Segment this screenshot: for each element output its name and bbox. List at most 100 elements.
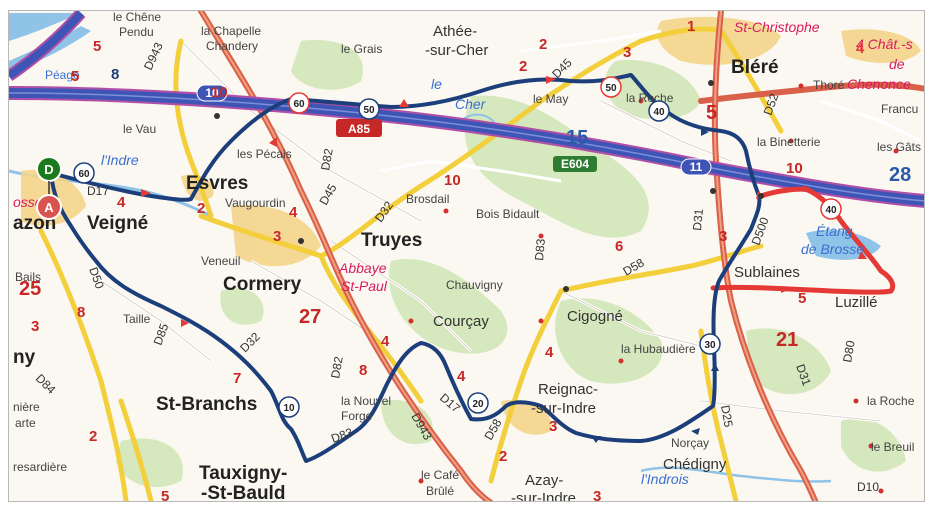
road-d82-top: D82 bbox=[318, 147, 336, 171]
road-shield-a85: A85 bbox=[336, 119, 382, 137]
town-le-breuil: le Breuil bbox=[871, 440, 914, 454]
minor-roads-outline bbox=[100, 40, 882, 422]
num-5b: 5 bbox=[706, 102, 717, 124]
km-marker-50-b[interactable]: 50 bbox=[600, 76, 622, 98]
town-chat-3: Chenonce bbox=[847, 76, 911, 92]
town-la-binetterie: la Binetterie bbox=[757, 135, 821, 149]
town-abbaye-1: Abbaye bbox=[338, 260, 387, 276]
num-4b: 4 bbox=[289, 204, 298, 221]
svg-text:11: 11 bbox=[690, 160, 703, 174]
town-azay-1: Azay- bbox=[525, 472, 563, 489]
num-8c: 8 bbox=[359, 362, 367, 379]
town-bails: Bails bbox=[15, 270, 41, 284]
motorway-a10 bbox=[9, 11, 86, 81]
town-tauxigny-2: -St-Bauld bbox=[201, 483, 285, 502]
num-4e: 4 bbox=[381, 333, 390, 350]
svg-text:40: 40 bbox=[825, 205, 837, 216]
town-thore: Thoré bbox=[813, 78, 845, 92]
num-3a: 3 bbox=[273, 228, 281, 245]
num-8: 8 bbox=[111, 66, 119, 83]
map-land bbox=[9, 11, 924, 501]
km-marker-50-a[interactable]: 50 bbox=[358, 98, 380, 120]
motorway-a85 bbox=[9, 86, 924, 208]
svg-text:A: A bbox=[44, 200, 54, 215]
town-niere-1: nière bbox=[13, 400, 40, 414]
town-taille: Taille bbox=[123, 312, 151, 326]
town-le-cafe-2: Brûlé bbox=[426, 484, 454, 498]
town-reignac-2: -sur-Indre bbox=[531, 400, 596, 417]
num-4a: 4 bbox=[117, 194, 126, 211]
town-la-nouvelle-forge-1: la Nouvel bbox=[341, 394, 391, 408]
num-1: 1 bbox=[687, 18, 695, 35]
town-athee-1: Athée- bbox=[433, 23, 477, 40]
km-marker-40-b[interactable]: 40 bbox=[820, 198, 842, 220]
svg-text:30: 30 bbox=[704, 340, 716, 351]
town-st-branchs: St-Branchs bbox=[156, 394, 257, 415]
num-3f: 3 bbox=[31, 318, 39, 335]
town-dots bbox=[408, 83, 899, 494]
marker-arrivee[interactable]: A bbox=[36, 194, 62, 220]
town-niere-2: arte bbox=[15, 416, 36, 430]
river-indre: l'Indre bbox=[101, 152, 139, 168]
route-red bbox=[710, 186, 896, 295]
num-7: 7 bbox=[233, 370, 241, 387]
town-la-hubaudiere: la Hubaudière bbox=[621, 342, 696, 356]
map-frame: A85 E604 10 11 bbox=[8, 10, 925, 502]
town-brosdail: Brosdail bbox=[406, 192, 449, 206]
town-pendu-2: Pendu bbox=[119, 25, 154, 39]
town-le-cafe-1: le Café bbox=[421, 468, 459, 482]
km-marker-20[interactable]: 20 bbox=[467, 392, 489, 414]
town-la-roche-bottom: la Roche bbox=[867, 394, 915, 408]
town-cormery: Cormery bbox=[223, 274, 302, 295]
num-25: 25 bbox=[19, 278, 41, 300]
lake-etang-2: de Brosse bbox=[801, 241, 864, 257]
town-chat-2: de bbox=[889, 56, 905, 72]
num-27: 27 bbox=[299, 306, 321, 328]
num-5c: 5 bbox=[798, 290, 806, 307]
town-athee-2: -sur-Cher bbox=[425, 42, 488, 59]
num-2d: 2 bbox=[499, 448, 507, 465]
river-cher-1: le bbox=[431, 76, 442, 92]
km-markers[interactable]: 60 60 50 50 40 40 30 20 bbox=[73, 76, 842, 418]
label-peage: Péage bbox=[45, 68, 80, 82]
svg-text:D: D bbox=[44, 162, 53, 177]
km-marker-10[interactable]: 10 bbox=[278, 396, 300, 418]
marker-depart[interactable]: D bbox=[36, 156, 62, 182]
num-3d: 3 bbox=[549, 418, 557, 435]
km-marker-40-a[interactable]: 40 bbox=[648, 100, 670, 122]
road-d31-right: D31 bbox=[690, 208, 706, 231]
town-esvres: Esvres bbox=[186, 173, 248, 194]
num-3b: 3 bbox=[623, 44, 631, 61]
km-marker-60[interactable]: 60 bbox=[288, 92, 310, 114]
exit-shield-10: 10 bbox=[196, 84, 228, 102]
svg-text:20: 20 bbox=[472, 399, 484, 410]
town-reignac-1: Reignac- bbox=[538, 381, 598, 398]
town-abbaye-2: St-Paul bbox=[341, 278, 388, 294]
num-3c: 3 bbox=[719, 228, 727, 245]
num-5d: 5 bbox=[161, 488, 169, 502]
town-norcay: Norçay bbox=[671, 436, 709, 450]
distance-numbers: 8 5 10 15 28 25 27 21 4 2 4 3 2 2 3 10 6… bbox=[19, 18, 911, 502]
map-canvas[interactable]: A85 E604 10 11 bbox=[9, 11, 925, 502]
town-la-chapelle-2: Chandery bbox=[206, 39, 258, 53]
town-chat-1: 4 Chât.-s bbox=[856, 36, 913, 52]
town-veigne: Veigné bbox=[87, 213, 148, 234]
num-10c: 10 bbox=[786, 160, 803, 177]
road-d83-mid: D83 bbox=[532, 238, 548, 261]
town-francu: Francu bbox=[881, 102, 918, 116]
svg-text:10: 10 bbox=[283, 403, 295, 414]
route-arrows bbox=[141, 76, 867, 327]
svg-text:10: 10 bbox=[205, 86, 219, 100]
km-marker-60-start[interactable]: 60 bbox=[73, 162, 95, 184]
svg-text:60: 60 bbox=[293, 99, 305, 110]
route-blue-arrows bbox=[591, 129, 719, 443]
km-marker-30[interactable]: 30 bbox=[699, 333, 721, 355]
river-indrois: l'Indrois bbox=[641, 471, 689, 487]
num-4d: 4 bbox=[856, 40, 865, 57]
num-2a: 2 bbox=[197, 200, 205, 217]
num-28: 28 bbox=[889, 164, 911, 186]
town-la-roche-top: la Roche bbox=[626, 91, 674, 105]
lake-etang-1: Étang bbox=[816, 223, 853, 239]
town-la-nouvelle-forge-2: Forge bbox=[341, 409, 373, 423]
town-veneuil: Veneuil bbox=[201, 254, 240, 268]
